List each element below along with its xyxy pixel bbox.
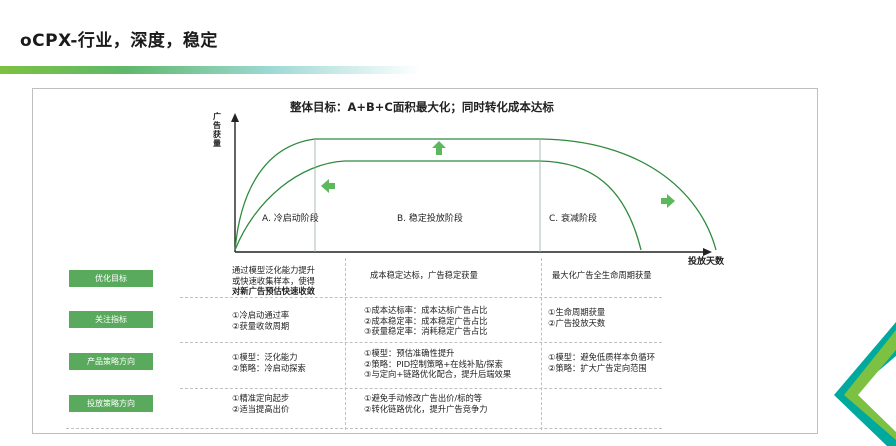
x-axis-label: 投放天数 (688, 257, 725, 267)
diagram-goal: 整体目标：A+B+C面积最大化；同时转化成本达标 (290, 100, 554, 114)
x-axis-arrowhead (703, 248, 712, 256)
y-axis-arrowhead (231, 113, 239, 122)
content-frame (32, 88, 818, 434)
arrow-right-icon (661, 194, 675, 208)
table-cell: 通过模型泛化能力提升 或快速收集样本，使得 对新广告预估快速收敛 (232, 265, 315, 296)
table-column-divider-2 (541, 258, 542, 430)
table-cell: ①冷启动通过率 ②获量收敛周期 (232, 310, 290, 331)
inner-curve (234, 160, 642, 251)
table-cell: ①模型：预估准确性提升 ②策略：PID控制策略+在线补贴/探索 ③与定向+链路优… (364, 348, 512, 379)
title-accent-bar (0, 66, 420, 74)
table-cell: ①避免手动修改广告出价/标的等 ②转化链路优化，提升广告竞争力 (364, 393, 488, 414)
row-label-key-metrics: 关注指标 (69, 311, 153, 328)
page-title: oCPX-行业，深度，稳定 (20, 31, 218, 51)
phase-c-label: C. 衰减阶段 (549, 214, 598, 224)
table-row-divider-4 (66, 428, 662, 429)
arrow-left-icon (321, 179, 335, 193)
y-axis-label: 广告获量 (213, 112, 221, 148)
table-cell: ①模型：泛化能力 ②策略：冷启动探索 (232, 352, 306, 373)
table-cell: 成本稳定达标，广告稳定获量 (370, 270, 478, 280)
table-cell: ①模型：避免低质样本负循环 ②策略：扩大广告定向范围 (548, 352, 656, 373)
table-column-divider-1 (345, 258, 346, 430)
row-label-delivery-strategy: 投放策略方向 (69, 395, 153, 412)
phase-b-label: B. 稳定投放阶段 (397, 214, 463, 224)
outer-curve (234, 138, 717, 251)
table-row-divider-3 (180, 388, 662, 389)
table-row-divider-1 (180, 297, 662, 298)
row-label-product-strategy: 产品策略方向 (69, 353, 153, 370)
table-cell: 最大化广告全生命周期获量 (552, 270, 652, 280)
table-cell: ①成本达标率：成本达标广告占比 ②成本稳定率：成本稳定广告占比 ③获量稳定率：消… (364, 305, 488, 336)
arrow-up-icon (432, 141, 446, 155)
chevron-accent-icon (834, 322, 896, 446)
row-label-optimization-goal: 优化目标 (69, 270, 153, 287)
table-cell: ①生命周期获量 ②广告投放天数 (548, 307, 606, 328)
phase-a-label: A. 冷启动阶段 (262, 214, 319, 224)
table-cell: ①精准定向起步 ②适当提高出价 (232, 393, 290, 414)
table-row-divider-2 (180, 342, 662, 343)
